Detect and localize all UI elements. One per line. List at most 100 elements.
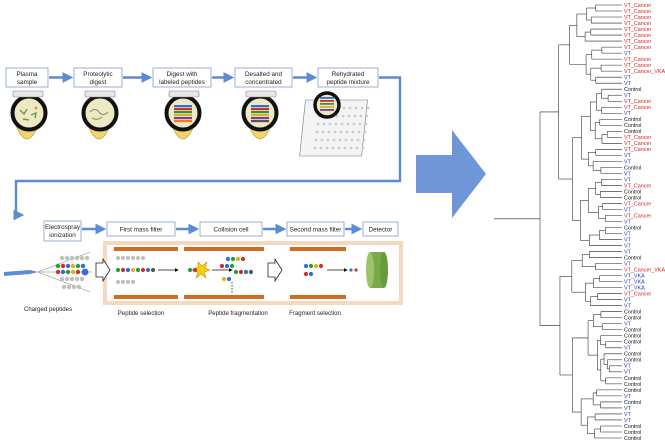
leaf-label: VT_Cancer	[624, 27, 651, 33]
leaf-label: VT	[624, 231, 632, 237]
leaf-label: VT_VKA	[624, 286, 645, 292]
step-labeled-peptides: Digest with labeled peptides	[152, 67, 212, 88]
leaf-label: VT_Cancer	[624, 45, 651, 51]
leaf-label: Control	[624, 376, 641, 382]
step-label-line1: Desalted and	[245, 71, 283, 78]
leaf-label: VT	[624, 322, 632, 328]
well-plate-icon	[299, 91, 370, 157]
leaf-label: VT	[624, 249, 632, 255]
leaf-label: VT_Cancer_VKA	[624, 69, 665, 75]
leaf-label: VT	[624, 111, 632, 117]
leaf-label: Control	[624, 400, 641, 406]
ms-stage-detector: Detector	[362, 221, 399, 237]
leaf-label: VT_Cancer_VKA	[624, 268, 665, 274]
leaf-label: VT_Cancer	[624, 9, 651, 15]
leaf-label: Control	[624, 430, 641, 436]
sample-prep-workflow: Plasma sample Proteolytic digest Digest …	[5, 67, 402, 221]
step-rehydrated: Rehydrated peptide mixture	[317, 67, 379, 88]
dendrogram	[494, 4, 622, 439]
leaf-label: Control	[624, 255, 641, 261]
leaf-label: Control	[624, 352, 641, 358]
step-label-line1: Plasma	[17, 71, 38, 78]
leaf-label: VT	[624, 207, 632, 213]
step-desalted: Desalted and concentrated	[234, 67, 293, 88]
ms-stage-first-filter: First mass filter	[106, 221, 176, 237]
filter-plate	[290, 247, 346, 251]
leaf-label: Control	[624, 388, 641, 394]
step-label-line2: concentrated	[245, 79, 282, 86]
leaf-label: VT	[624, 171, 632, 177]
dendrogram-leaf-labels: VT_CancerVT_CancerVT_CancerVT_CancerVT_C…	[624, 3, 665, 442]
step-label-line1: Digest with	[167, 71, 198, 78]
leaf-label: VT_Cancer	[624, 63, 651, 69]
leaf-label: VT	[624, 298, 632, 304]
leaf-label: Control	[624, 129, 641, 135]
labeled-digest-tube-icon	[164, 90, 202, 140]
ms-stage-label: Detector	[369, 227, 393, 234]
leaf-label: Control	[624, 328, 641, 334]
leaf-label: Control	[624, 382, 641, 388]
leaf-label: VT_Cancer	[624, 57, 651, 63]
ms-stage-label-line1: Electrospray	[45, 224, 81, 231]
detector-icon	[366, 252, 388, 288]
leaf-label: VT_Cancer	[624, 183, 651, 189]
block-arrow-icon	[95, 257, 111, 283]
ms-stage-label: First mass filter	[120, 227, 163, 234]
leaf-label: Control	[624, 117, 641, 123]
leaf-label: VT	[624, 412, 632, 418]
leaf-label: VT_Cancer	[624, 15, 651, 21]
ms-stage-label: Collision cell	[214, 227, 249, 234]
leaf-label: VT_Cancer	[624, 292, 651, 298]
leaf-label: VT_Cancer	[624, 213, 651, 219]
leaf-label: Control	[624, 310, 641, 316]
leaf-label: VT_Cancer	[624, 21, 651, 27]
block-arrow-icon	[267, 257, 283, 283]
filter-plate	[290, 295, 346, 299]
leaf-label: VT_Cancer	[624, 105, 651, 111]
caption-peptide-selection: Peptide selection	[118, 310, 164, 317]
leaf-label: VT	[624, 75, 632, 81]
leaf-label: VT_Cancer	[624, 201, 651, 207]
step-plasma-sample: Plasma sample	[5, 67, 49, 88]
leaf-label: VT	[624, 153, 632, 159]
mass-spec-workflow: Electrospray ionization First mass filte…	[4, 220, 403, 317]
leaf-label: VT	[624, 304, 632, 310]
caption-charged-peptides: Charged peptides	[24, 306, 72, 313]
step-label-line2: sample	[17, 79, 38, 86]
ms-stage-label: Second mass filter	[290, 227, 342, 234]
leaf-label: VT_Cancer	[624, 3, 651, 9]
leaf-label: VT_Cancer	[624, 99, 651, 105]
ms-stage-electrospray: Electrospray ionization	[43, 220, 82, 242]
filter-plate	[184, 247, 264, 251]
step-label-line2: labeled peptides	[159, 79, 205, 86]
ion-bead	[349, 268, 353, 272]
digest-tube-icon	[81, 90, 119, 140]
leaf-label: VT	[624, 237, 632, 243]
leaf-label: VT_Cancer	[624, 147, 651, 153]
caption-fragment-selection: Fragment selection	[289, 310, 341, 317]
leaf-label: Control	[624, 123, 641, 129]
caption-peptide-fragmentation: Peptide fragmentation	[208, 310, 268, 317]
leaf-label: Control	[624, 424, 641, 430]
leaf-label: VT	[624, 177, 632, 183]
leaf-label: VT_VKA	[624, 274, 645, 280]
leaf-label: VT_Cancer	[624, 135, 651, 141]
step-label-line1: Proteolytic	[83, 71, 112, 78]
leaf-label: VT	[624, 93, 632, 99]
step-label-line2: digest	[90, 79, 107, 86]
leaf-label: VT	[624, 406, 632, 412]
step-label-line2: peptide mixture	[326, 79, 370, 86]
leaf-label: VT	[624, 418, 632, 424]
leaf-label: VT_Cancer	[624, 33, 651, 39]
leaf-label: VT	[624, 243, 632, 249]
leaf-label: VT	[624, 159, 632, 165]
leaf-label: Control	[624, 340, 641, 346]
fragment-beads	[187, 256, 254, 282]
leaf-label: VT	[624, 394, 632, 400]
flow-connector	[13, 76, 402, 221]
leaf-label: Control	[624, 436, 641, 442]
filter-plate	[114, 295, 178, 299]
leaf-label: Control	[624, 316, 641, 322]
step-proteolytic-digest: Proteolytic digest	[73, 67, 123, 88]
leaf-label: VT	[624, 261, 632, 267]
